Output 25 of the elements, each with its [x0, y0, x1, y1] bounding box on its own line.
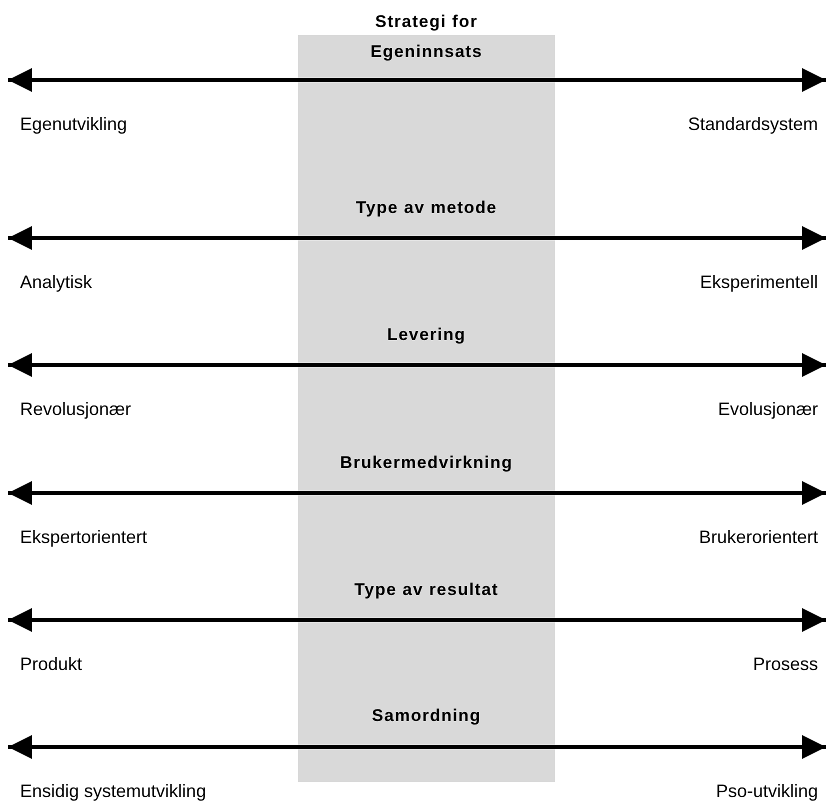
pole-label: Produkt	[8, 620, 82, 675]
axis-heading: Type av metode	[354, 198, 498, 218]
axis-heading: Egeninnsats	[369, 42, 484, 62]
axis-heading: Brukermedvirkning	[339, 453, 514, 473]
pole-label: Ensidig systemutvikling	[8, 747, 206, 802]
title: Strategi for	[374, 12, 479, 32]
pole-label: Revolusjonær	[8, 365, 132, 420]
axis-heading: Samordning	[370, 706, 482, 726]
pole-label: Standardsystem	[688, 80, 826, 135]
pole-label: Analytisk	[8, 238, 92, 293]
pole-label: Prosess	[752, 620, 826, 675]
double-arrow	[8, 608, 826, 632]
pole-label: Egenutvikling	[8, 80, 128, 135]
pole-label: Brukerorientert	[698, 493, 826, 548]
axis-heading: Type av resultat	[353, 580, 500, 600]
double-arrow	[8, 735, 826, 759]
double-arrow	[8, 226, 826, 250]
double-arrow	[8, 481, 826, 505]
double-arrow	[8, 353, 826, 377]
pole-label: Evolusjonær	[718, 365, 826, 420]
pole-label: Ekspertorientert	[8, 493, 148, 548]
double-arrow	[8, 68, 826, 92]
pole-label: Pso-utvikling	[716, 747, 826, 802]
pole-label: Eksperimentell	[700, 238, 826, 293]
axis-heading: Levering	[386, 325, 467, 345]
